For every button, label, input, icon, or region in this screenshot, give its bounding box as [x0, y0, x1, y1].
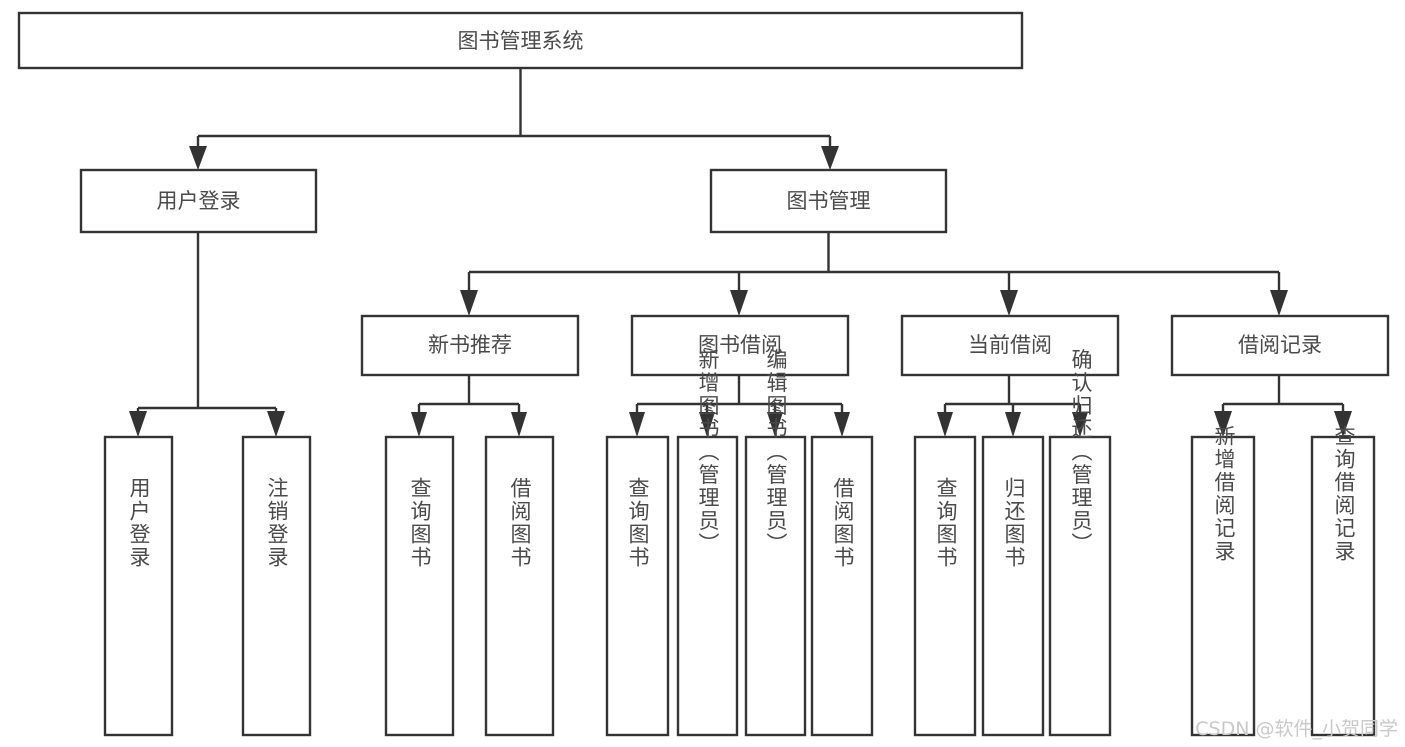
- node-user-login-box[interactable]: [79, 168, 318, 234]
- node-leaf-edit-book-box[interactable]: [744, 435, 807, 737]
- node-new-book-recommend-label: 新书推荐: [428, 333, 512, 357]
- node-leaf-query-borrow-record[interactable]: 查询借阅记录: [1310, 425, 1376, 737]
- node-book-borrow[interactable]: 图书借阅: [630, 314, 850, 377]
- node-leaf-return-book-label: 归还图书: [1002, 477, 1026, 569]
- connectors-bookmanage-to-level3: [460, 232, 1288, 316]
- node-leaf-borrow-book-label: 借阅图书: [831, 477, 855, 569]
- connectors-currentborrow-to-leaves: [937, 375, 1088, 437]
- node-new-book-recommend[interactable]: 新书推荐: [360, 314, 580, 377]
- node-leaf-borrow-book-recommend[interactable]: 借阅图书: [484, 435, 555, 737]
- node-leaf-confirm-return[interactable]: 确认归还（管理员）: [1048, 349, 1112, 737]
- node-current-borrow[interactable]: 当前借阅: [900, 314, 1120, 377]
- node-new-book-recommend-box[interactable]: [360, 314, 580, 377]
- node-leaf-return-book[interactable]: 归还图书: [981, 435, 1045, 737]
- node-book-borrow-box[interactable]: [630, 314, 850, 377]
- arrowhead-leaf-logout-login: [267, 411, 285, 437]
- arrowhead-book-borrow: [730, 290, 748, 316]
- arrowhead-book-manage: [821, 146, 839, 170]
- node-leaf-user-login[interactable]: 用户登录: [103, 435, 174, 737]
- node-book-manage[interactable]: 图书管理: [709, 168, 948, 234]
- arrowhead-user-login: [189, 146, 207, 170]
- node-leaf-query-book-current-box[interactable]: [913, 435, 977, 737]
- node-leaf-borrow-book-recommend-box[interactable]: [484, 435, 555, 737]
- arrowhead-leaf-edit-book: [767, 412, 783, 437]
- node-book-manage-box[interactable]: [709, 168, 948, 234]
- node-leaf-query-book-recommend-label: 查询图书: [408, 477, 432, 569]
- node-leaf-user-login-label: 用户登录: [127, 477, 151, 569]
- connectors-root-to-level2: [189, 68, 839, 170]
- connectors-borrowrecord-to-leaves: [1214, 375, 1352, 437]
- arrowhead-leaf-borrow-book: [834, 412, 850, 437]
- arrowhead-leaf-query-book-current: [937, 412, 953, 437]
- node-leaf-query-book-current[interactable]: 查询图书: [913, 435, 977, 737]
- connectors-newbook-to-leaves: [411, 375, 527, 437]
- arrowhead-current-borrow: [1000, 290, 1018, 316]
- node-borrow-record[interactable]: 借阅记录: [1170, 314, 1390, 377]
- node-leaf-edit-book[interactable]: 编辑图书（管理员）: [744, 349, 807, 737]
- node-leaf-edit-book-label: 编辑图书（管理员）: [764, 349, 788, 556]
- arrowhead-leaf-query-book-borrow: [629, 412, 645, 437]
- node-root[interactable]: 图书管理系统: [17, 11, 1024, 70]
- connectors-userlogin-to-leaves: [129, 232, 285, 437]
- node-borrow-record-label: 借阅记录: [1238, 333, 1322, 357]
- node-leaf-return-book-box[interactable]: [981, 435, 1045, 737]
- arrowhead-leaf-add-borrow-record: [1214, 411, 1232, 437]
- node-leaf-logout-login-box[interactable]: [241, 435, 312, 737]
- arrowhead-leaf-query-book-recommend: [411, 412, 427, 437]
- node-borrow-record-box[interactable]: [1170, 314, 1390, 377]
- node-leaf-add-book[interactable]: 新增图书（管理员）: [676, 349, 739, 737]
- node-leaf-query-book-current-label: 查询图书: [934, 477, 958, 569]
- node-leaf-user-login-box[interactable]: [103, 435, 174, 737]
- node-root-label: 图书管理系统: [458, 29, 584, 53]
- node-leaf-borrow-book-recommend-label: 借阅图书: [508, 477, 532, 569]
- node-leaf-logout-login[interactable]: 注销登录: [241, 435, 312, 737]
- arrowhead-leaf-borrow-book-recommend: [511, 412, 527, 437]
- arrowhead-leaf-confirm-return: [1072, 412, 1088, 437]
- node-leaf-confirm-return-box[interactable]: [1048, 435, 1112, 737]
- arrowhead-borrow-record: [1270, 290, 1288, 316]
- arrowhead-leaf-query-borrow-record: [1334, 411, 1352, 437]
- node-leaf-query-book-borrow-box[interactable]: [605, 435, 670, 737]
- node-leaf-borrow-book-box[interactable]: [810, 435, 874, 737]
- arrowhead-leaf-user-login: [129, 411, 147, 437]
- node-leaf-add-borrow-record-label: 新增借阅记录: [1212, 425, 1236, 563]
- watermark-label: CSDN @软件_小贺同学: [1195, 718, 1398, 740]
- arrowhead-new-book-recommend: [460, 290, 478, 316]
- connectors-bookborrow-to-leaves: [629, 375, 850, 437]
- node-leaf-add-borrow-record[interactable]: 新增借阅记录: [1190, 425, 1256, 737]
- arrowhead-leaf-add-book: [699, 412, 715, 437]
- node-leaf-query-book-recommend[interactable]: 查询图书: [384, 435, 455, 737]
- node-user-login-label: 用户登录: [157, 189, 241, 213]
- arrowhead-leaf-return-book: [1005, 412, 1021, 437]
- node-book-manage-label: 图书管理: [787, 189, 871, 213]
- node-leaf-query-borrow-record-label: 查询借阅记录: [1332, 425, 1356, 563]
- node-leaf-add-borrow-record-box[interactable]: [1190, 435, 1256, 737]
- node-leaf-add-book-label: 新增图书（管理员）: [696, 349, 720, 556]
- node-leaf-confirm-return-label: 确认归还（管理员）: [1069, 349, 1093, 556]
- node-current-borrow-box[interactable]: [900, 314, 1120, 377]
- node-leaf-query-book-recommend-box[interactable]: [384, 435, 455, 737]
- node-leaf-add-book-box[interactable]: [676, 435, 739, 737]
- node-leaf-borrow-book[interactable]: 借阅图书: [810, 435, 874, 737]
- node-leaf-logout-login-label: 注销登录: [265, 477, 289, 569]
- node-leaf-query-book-borrow[interactable]: 查询图书: [605, 435, 670, 737]
- node-leaf-query-borrow-record-box[interactable]: [1310, 435, 1376, 737]
- node-root-box[interactable]: [17, 11, 1024, 70]
- node-current-borrow-label: 当前借阅: [968, 333, 1052, 357]
- node-leaf-query-book-borrow-label: 查询图书: [626, 477, 650, 569]
- node-user-login[interactable]: 用户登录: [79, 168, 318, 234]
- node-book-borrow-label: 图书借阅: [698, 333, 782, 357]
